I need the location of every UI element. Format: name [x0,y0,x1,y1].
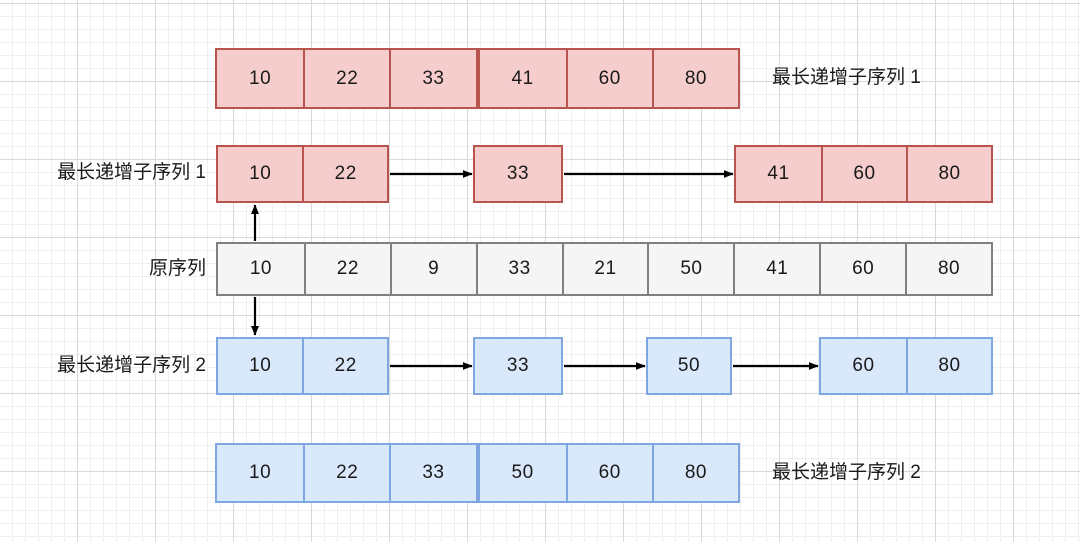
sequence-cell: 80 [651,50,738,107]
sequence-cell: 33 [389,445,475,501]
row-result-bottom: 10 22 33 [215,443,478,503]
sequence-cell: 10 [249,258,272,279]
sequence-cell: 33 [475,244,562,294]
sequence-cell: 33 [506,355,530,376]
chain-group-bottom-4: 60 80 [819,337,993,395]
sequence-cell: 33 [506,163,530,184]
row-original-sequence: 10 22 9 33 21 50 41 60 80 [216,242,993,296]
sequence-cell: 22 [302,147,387,201]
sequence-cell: 9 [389,244,476,294]
sequence-cell: 41 [733,244,819,294]
sequence-cell: 41 [767,163,790,184]
sequence-cell: 22 [303,50,389,107]
label-original-sequence: 原序列 [148,258,206,279]
sequence-cell: 10 [249,355,272,376]
chain-group-bottom-3: 50 [646,337,732,395]
chain-group-bottom-1: 10 22 [216,337,389,395]
sequence-cell: 22 [303,445,389,501]
sequence-cell: 50 [511,462,534,483]
sequence-cell: 80 [906,147,991,201]
label-lis2-chain: 最长递增子序列 2 [57,355,206,376]
sequence-cell: 80 [651,445,738,501]
sequence-cell: 22 [302,339,387,393]
sequence-cell: 60 [819,244,905,294]
chain-group-bottom-2: 33 [473,337,563,395]
sequence-cell: 50 [647,244,733,294]
label-lis2-bottom: 最长递增子序列 2 [772,462,921,483]
row-result-bottom-2: 50 60 80 [477,443,740,503]
sequence-cell: 41 [511,67,534,89]
sequence-cell: 21 [561,244,648,294]
sequence-cell: 60 [820,147,906,201]
sequence-cell: 50 [677,355,701,376]
sequence-cell: 60 [565,445,652,501]
sequence-cell: 80 [905,244,991,294]
chain-group-top-3: 41 60 80 [734,145,993,203]
chain-group-top-1: 10 22 [216,145,389,203]
sequence-cell: 33 [389,50,475,107]
sequence-cell: 10 [249,163,272,184]
chain-group-top-2: 33 [473,145,563,203]
sequence-cell: 10 [249,462,272,483]
row-result-top-2: 41 60 80 [477,48,740,109]
row-result-top: 10 22 33 [215,48,478,109]
sequence-cell: 80 [906,339,991,393]
sequence-cell: 60 [852,355,875,376]
label-lis1-top: 最长递增子序列 1 [772,67,921,88]
label-lis1-chain: 最长递增子序列 1 [57,162,206,183]
sequence-cell: 22 [303,244,390,294]
sequence-cell: 10 [249,67,272,89]
sequence-cell: 60 [565,50,652,107]
